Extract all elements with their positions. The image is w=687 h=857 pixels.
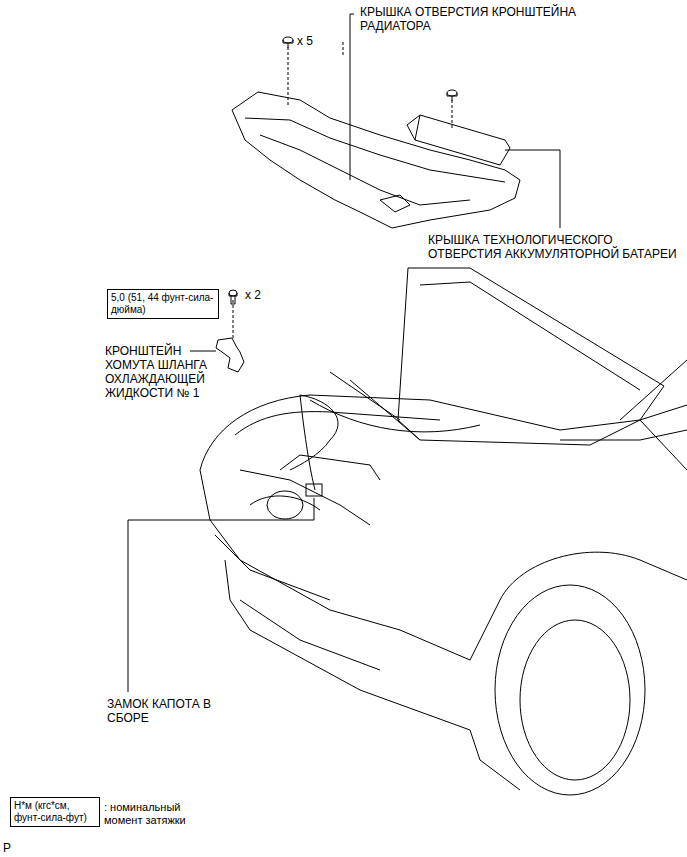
bolt-symbol: [283, 37, 293, 48]
part-label: x 5: [297, 34, 313, 48]
radiator-cover-edge: [245, 118, 505, 182]
bolt-symbol: [447, 90, 457, 101]
part-label: ЗАМОК КАПОТА В СБОРЕ: [107, 697, 227, 725]
battery-cover-edge: [415, 115, 420, 140]
box-text: Н*м (кгс*см, фунт-сила-фут): [14, 800, 96, 824]
leader-line: [190, 351, 216, 352]
part-label: КРЫШКА ТЕХНОЛОГИЧЕСКОГО ОТВЕРСТИЯ АККУМУ…: [428, 233, 678, 261]
leader-line: [350, 14, 354, 180]
part-label: P: [3, 841, 11, 855]
part-label: x 2: [245, 288, 261, 302]
radiator-cover-detail: [380, 195, 410, 212]
leader-line: [288, 47, 289, 105]
vehicle: [200, 268, 687, 795]
box-text: 5,0 (51, 44 фунт-сила-дюйма): [111, 292, 215, 316]
torque-spec-box: 5,0 (51, 44 фунт-сила-дюйма): [107, 289, 219, 319]
leader-line: [233, 300, 234, 340]
leader-line: [343, 42, 344, 55]
leader-line: [505, 150, 560, 228]
legend-text: : номинальный момент затяжки: [104, 801, 204, 827]
leader-line: [128, 498, 314, 692]
radiator-cover-edge: [260, 135, 470, 205]
bracket: [216, 338, 244, 372]
bolt-symbol: [229, 290, 237, 304]
part-label: КРЫШКА ОТВЕРСТИЯ КРОНШТЕЙНА РАДИАТОРА: [360, 5, 610, 33]
legend-sample-box: Н*м (кгс*см, фунт-сила-фут): [10, 797, 100, 827]
part-label: КРОНШТЕЙН ХОМУТА ШЛАНГА ОХЛАЖДАЮЩЕЙ ЖИДК…: [105, 344, 217, 400]
radiator-cover: [232, 92, 520, 228]
battery-cover: [407, 115, 510, 165]
